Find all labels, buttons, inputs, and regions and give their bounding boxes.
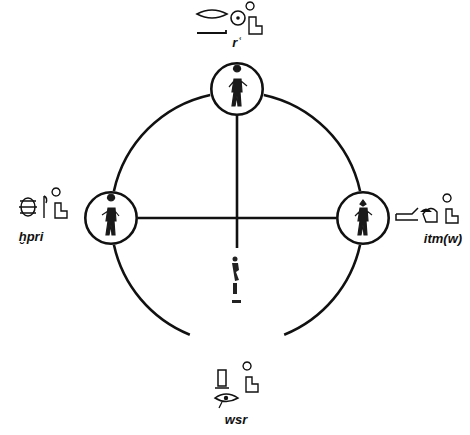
circle-arc xyxy=(284,245,360,335)
god-figure xyxy=(229,65,247,106)
circle-arc xyxy=(114,95,210,191)
god-figure xyxy=(355,200,372,235)
axis-line xyxy=(236,115,239,248)
axis-line xyxy=(138,217,336,220)
transliteration: rʿ xyxy=(232,36,241,50)
god-figure xyxy=(102,194,119,235)
god-circle: ḫpri xyxy=(84,191,138,245)
transliteration: ḫpri xyxy=(19,230,44,244)
hieroglyphs-khepri xyxy=(19,188,67,218)
circle-arc xyxy=(114,245,190,335)
hieroglyphs-atum xyxy=(396,194,458,223)
god-circle: itm(w) xyxy=(336,191,390,245)
circle-outline xyxy=(336,191,390,245)
circle-arc xyxy=(264,95,360,191)
transliteration: itm(w) xyxy=(424,232,462,246)
hieroglyphs-ra xyxy=(197,2,262,34)
osiris-figure xyxy=(232,257,241,304)
hieroglyphs-osiris xyxy=(215,362,258,408)
circle-outline xyxy=(84,191,138,245)
god-circle: rʿ xyxy=(210,62,264,116)
transliteration: wsr xyxy=(225,413,247,427)
circle-outline xyxy=(210,62,264,116)
